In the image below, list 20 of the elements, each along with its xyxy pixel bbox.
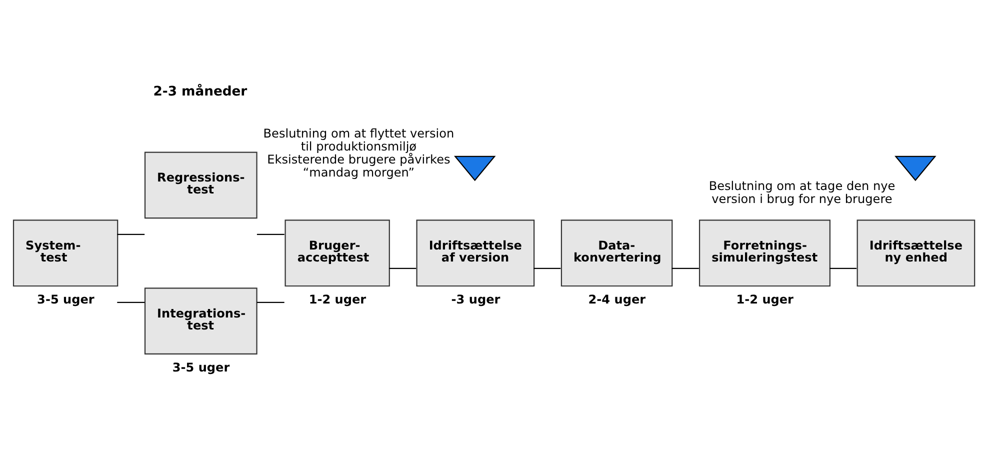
connector: [256, 302, 284, 303]
node-label: 1-2 uger: [736, 292, 794, 306]
node-triangle: [454, 156, 496, 182]
connector: [117, 234, 145, 236]
node-triangle: [894, 156, 936, 182]
node-label: 2-4 uger: [588, 292, 646, 306]
node-label: 3-5 uger: [37, 292, 94, 306]
connector: [672, 268, 699, 269]
connector: [534, 268, 561, 269]
connector: [830, 268, 857, 269]
node-label: -3 uger: [451, 292, 500, 306]
connector: [256, 234, 284, 236]
connector: [117, 302, 145, 303]
connector: [389, 268, 416, 269]
node-label: Beslutning om at tage den nye version i brug for nye brugere: [708, 178, 896, 206]
label: 2-3 måneder: [153, 84, 248, 100]
node-label: Eksisterende brugere påvirkes “mandag morgen”: [267, 152, 450, 180]
node-label: 1-2 uger: [308, 292, 366, 306]
node-label: Beslutning om at flyttet version til produktionsmiljø: [263, 126, 454, 154]
node-label: 3-5 uger: [172, 360, 230, 374]
